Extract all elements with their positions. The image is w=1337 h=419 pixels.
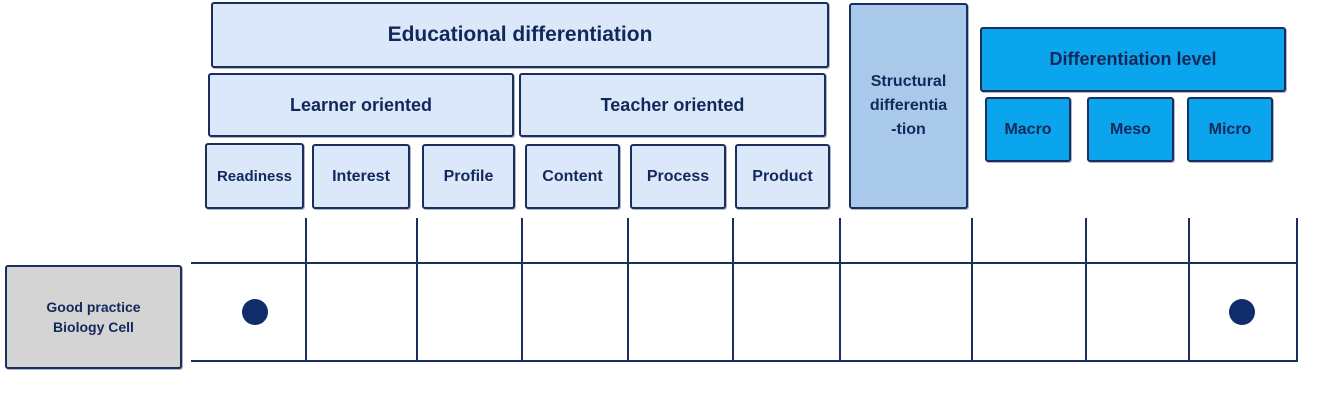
grid-divider (1188, 218, 1190, 362)
grid-divider (521, 218, 523, 362)
column-product: Product (735, 144, 830, 209)
learner-oriented-header: Learner oriented (208, 73, 514, 137)
row-label-line-2: Biology Cell (53, 319, 134, 335)
grid-divider (1085, 218, 1087, 362)
grid-divider (627, 218, 629, 362)
column-process: Process (630, 144, 726, 209)
column-readiness: Readiness (205, 143, 304, 209)
row-label-line-1: Good practice (46, 299, 141, 315)
grid-divider (416, 218, 418, 362)
grid-line-bottom (191, 360, 1297, 362)
column-profile: Profile (422, 144, 515, 209)
structural-line-1: Structural (870, 73, 947, 90)
grid-divider (971, 218, 973, 362)
column-micro: Micro (1187, 97, 1273, 162)
column-interest: Interest (312, 144, 410, 209)
teacher-oriented-header: Teacher oriented (519, 73, 826, 137)
column-content: Content (525, 144, 620, 209)
educational-differentiation-header: Educational differentiation (211, 2, 829, 68)
grid-divider (732, 218, 734, 362)
marker-micro-dot (1229, 299, 1255, 325)
grid-line-top (191, 262, 1297, 264)
grid-divider (839, 218, 841, 362)
grid-divider (1296, 218, 1298, 362)
structural-line-3: -tion (891, 121, 926, 138)
row-label-good-practice: Good practice Biology Cell (5, 265, 182, 369)
structural-differentiation-header: Structural differentia -tion (849, 3, 968, 209)
column-meso: Meso (1087, 97, 1174, 162)
grid-divider (305, 218, 307, 362)
differentiation-level-header: Differentiation level (980, 27, 1286, 92)
column-macro: Macro (985, 97, 1071, 162)
structural-line-2: differentia (869, 97, 948, 114)
marker-readiness-dot (242, 299, 268, 325)
